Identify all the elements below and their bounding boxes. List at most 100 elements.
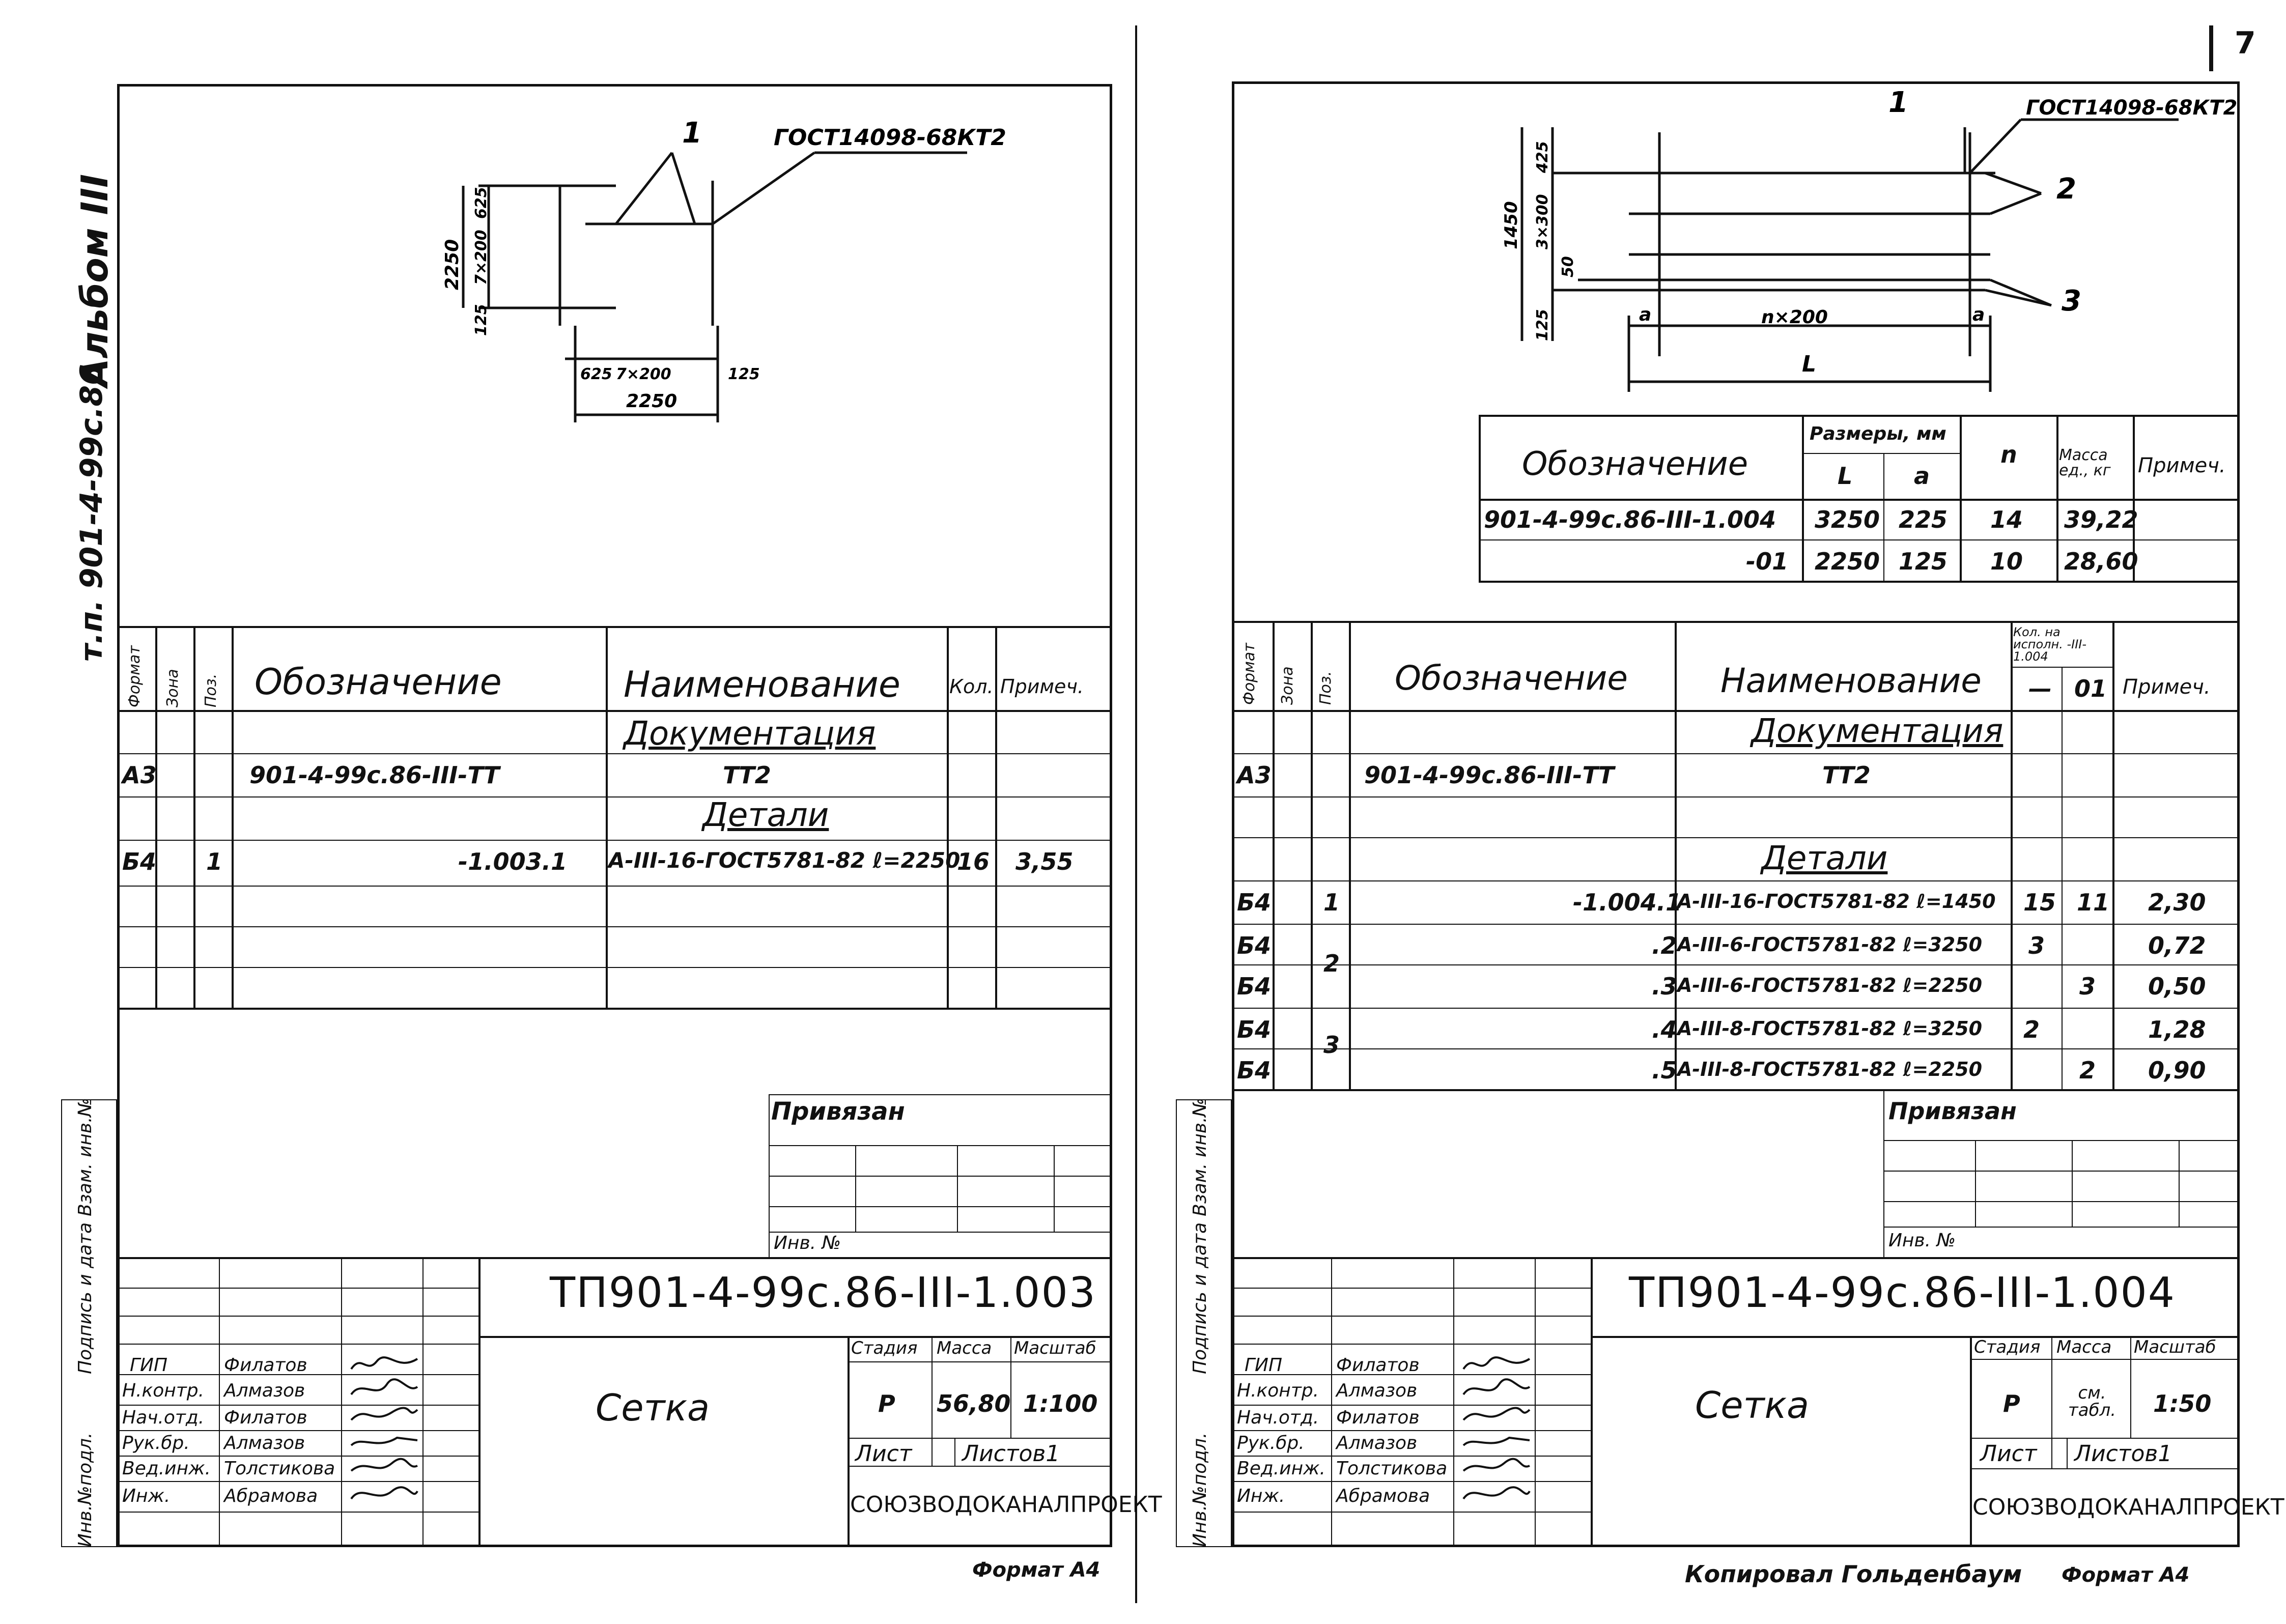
left-detail-qty: 16 <box>957 848 990 875</box>
right-dt-h-L: L <box>1838 462 1853 490</box>
right-scale-label: Масштаб <box>2134 1337 2216 1357</box>
right-dt-r1-n: 10 <box>1990 548 2023 575</box>
left-role-2: Нач.отд. <box>122 1407 205 1428</box>
right-dim-nx200: n×200 <box>1761 307 1828 328</box>
right-h-format: Формат <box>1240 643 1258 705</box>
right-role-1: Н.контр. <box>1237 1380 1319 1401</box>
right-doc-code: ТП901-4-99с.86-III-1.004 <box>1629 1269 2176 1317</box>
left-name-4: Толстикова <box>224 1458 335 1479</box>
left-h-note: Примеч. <box>1000 675 1084 698</box>
right-r3-q0: 2 <box>2023 1016 2040 1043</box>
right-r0-format: Б4 <box>1237 889 1272 916</box>
left-dim-2250-v: 2250 <box>442 239 463 290</box>
right-gost-label: ГОСТ14098-68КТ2 <box>2026 96 2237 120</box>
right-r3-name: А-III-8-ГОСТ5781-82 ℓ=3250 <box>1677 1017 1983 1040</box>
right-dim-125: 125 <box>1534 309 1551 341</box>
right-dt-r1-a: 125 <box>1899 548 1948 575</box>
right-dim-a1: a <box>1639 304 1651 325</box>
left-dim-125-h: 125 <box>728 365 760 383</box>
right-r0-pos: 1 <box>1323 889 1340 916</box>
left-detail-designation: -1.003.1 <box>458 848 568 875</box>
right-format: Формат А4 <box>2062 1563 2190 1587</box>
right-dim-L: L <box>1802 351 1816 377</box>
right-title: Сетка <box>1695 1384 1810 1427</box>
center-fold <box>1135 25 1137 1603</box>
left-privyazan: Привязан <box>771 1097 905 1126</box>
left-h-designation: Обозначение <box>255 661 502 703</box>
right-dt-r0-mass: 39,22 <box>2064 506 2138 533</box>
right-dt-r1-L: 2250 <box>1815 548 1880 575</box>
left-role-4: Вед.инж. <box>122 1458 211 1479</box>
right-dt-r0-n: 14 <box>1990 506 2023 533</box>
right-r0-name: А-III-16-ГОСТ5781-82 ℓ=1450 <box>1677 890 1996 913</box>
left-dim-7x200-v: 7×200 <box>472 230 490 285</box>
right-r2-pos: 2 <box>1323 950 1340 977</box>
right-h-zone: Зона <box>1279 666 1296 705</box>
left-format: Формат А4 <box>972 1558 1100 1582</box>
left-dim-2250-h: 2250 <box>626 391 677 412</box>
left-h-name: Наименование <box>624 664 900 705</box>
right-r4-format: Б4 <box>1237 1057 1272 1084</box>
left-role-0: ГИП <box>130 1355 168 1376</box>
right-inv: Инв. № <box>1888 1230 1956 1251</box>
right-dt-h-note: Примеч. <box>2138 454 2226 477</box>
right-dim-a2: a <box>1972 304 1985 325</box>
right-org: СОЮЗВОДОКАНАЛПРОЕКТ <box>1972 1494 2284 1520</box>
left-h-zone: Зона <box>164 669 182 707</box>
right-dt-h-mass: Масса ед., кг <box>2059 446 2111 479</box>
right-dt-h-designation: Обозначение <box>1522 445 1748 483</box>
left-h-qty: Кол. <box>949 675 994 698</box>
right-copied-by: Копировал Гольденбаум <box>1685 1560 2022 1588</box>
left-scale: 1:100 <box>1023 1390 1098 1417</box>
right-role-3: Рук.бр. <box>1237 1433 1305 1454</box>
right-r1-name: А-III-6-ГОСТ5781-82 ℓ=3250 <box>1677 933 1983 956</box>
right-name-5: Абрамова <box>1336 1486 1430 1506</box>
right-doc-designation: 901-4-99с.86-III-ТТ <box>1364 761 1615 789</box>
right-r2-note: 0,50 <box>2148 973 2206 1000</box>
right-dt-r1-designation: -01 <box>1746 548 1789 575</box>
right-doc-format: А3 <box>1237 761 1272 789</box>
right-r0-note: 2,30 <box>2148 889 2206 916</box>
right-name-1: Алмазов <box>1336 1380 1418 1401</box>
left-detail-format: Б4 <box>122 848 157 875</box>
left-signatures <box>350 1356 418 1500</box>
right-r1-note: 0,72 <box>2148 932 2206 959</box>
right-pos3: 3 <box>2062 284 2081 318</box>
right-stage-label: Стадия <box>1974 1337 2041 1357</box>
right-scale: 1:50 <box>2153 1390 2212 1417</box>
left-sheets-label: Листов1 <box>962 1441 1060 1467</box>
side-strip-right <box>1176 1099 1232 1547</box>
right-dt-h-sizes: Размеры, мм <box>1810 423 1946 444</box>
left-org: СОЮЗВОДОКАНАЛПРОЕКТ <box>850 1492 1162 1518</box>
left-inv: Инв. № <box>774 1233 841 1253</box>
page-number: 7 <box>2235 25 2256 61</box>
right-h-name: Наименование <box>1720 661 1982 700</box>
right-r2-name: А-III-6-ГОСТ5781-82 ℓ=2250 <box>1677 974 1983 996</box>
right-h-qty-group: Кол. на исполн. -III-1.004 <box>2013 625 2087 664</box>
left-h-format: Формат <box>126 645 144 707</box>
page-number-mark <box>2209 25 2213 71</box>
left-doc-name: ТТ2 <box>723 761 771 789</box>
right-r0-q1: 11 <box>2077 889 2110 916</box>
left-role-5: Инж. <box>122 1486 171 1506</box>
right-privyazan: Привязан <box>1888 1097 2017 1125</box>
right-dt-r0-L: 3250 <box>1815 506 1880 533</box>
left-section-docs: Документация <box>624 715 876 753</box>
right-mass-label: Масса <box>2056 1337 2112 1357</box>
right-r2-q1: 3 <box>2079 973 2096 1000</box>
right-name-3: Алмазов <box>1336 1433 1418 1454</box>
right-dt-r1-mass: 28,60 <box>2064 548 2138 575</box>
right-dim-50: 50 <box>1559 256 1577 277</box>
left-title: Сетка <box>596 1386 710 1429</box>
left-stage-label: Стадия <box>851 1338 918 1358</box>
left-mesh-drawing: ГОСТ14098-68КТ2 1 2250 625 7×200 125 625… <box>442 117 1006 422</box>
right-dim-425: 425 <box>1534 141 1551 174</box>
left-sheet-frame <box>117 84 1112 1547</box>
left-doc-designation: 901-4-99с.86-III-ТТ <box>249 761 500 789</box>
right-r2-designation: .3 <box>1652 973 1677 1000</box>
left-pos1-label: 1 <box>682 117 702 150</box>
left-sheet-label: Лист <box>855 1441 912 1467</box>
right-r4-q1: 2 <box>2079 1057 2096 1084</box>
side-strip-left <box>61 1099 117 1547</box>
left-name-5: Абрамова <box>224 1486 318 1506</box>
